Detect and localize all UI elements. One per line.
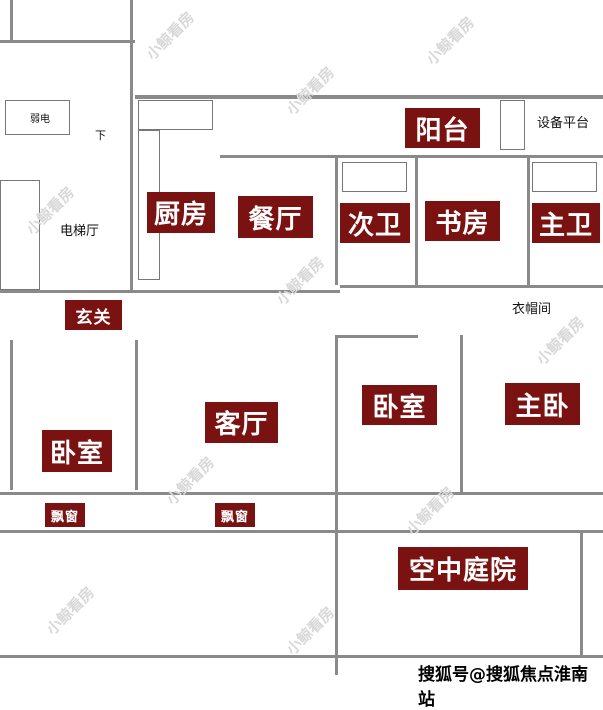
second-bath-label: 次卫: [340, 203, 410, 243]
wall: [335, 335, 338, 675]
bay-window-label: 飘窗: [215, 503, 255, 527]
wall: [130, 0, 133, 290]
bedroom-left-label: 卧室: [42, 430, 112, 472]
bay-window-label: 飘窗: [45, 503, 85, 527]
living-room-label: 客厅: [205, 402, 278, 443]
watermark: 小鲸看房: [282, 603, 338, 659]
master-bath-label: 主卫: [532, 203, 600, 243]
dining-label: 餐厅: [238, 196, 313, 238]
elevator-shaft: [0, 180, 40, 290]
study-label: 书房: [425, 201, 500, 241]
weak-current-room: [5, 100, 70, 135]
footer-source: 搜狐号@搜狐焦点淮南站: [418, 665, 588, 710]
wall: [338, 335, 418, 338]
kitchen-label: 厨房: [147, 192, 215, 233]
wall: [335, 155, 338, 285]
wall: [527, 155, 530, 285]
weak-current-label: 弱电: [30, 114, 50, 125]
watermark: 小鲸看房: [162, 453, 218, 509]
equipment-platform-label: 设备平台: [537, 116, 590, 131]
bedroom-mid-label: 卧室: [362, 385, 437, 425]
kitchen-counter: [138, 100, 213, 130]
closet-label: 衣帽间: [512, 302, 552, 317]
wall: [0, 655, 603, 658]
sky-garden-label: 空中庭院: [398, 547, 528, 590]
wall: [220, 155, 603, 158]
watermark: 小鲸看房: [142, 8, 198, 64]
wall: [0, 290, 340, 293]
balcony-label: 阳台: [405, 108, 480, 148]
elevator-hall-label: 电梯厅: [60, 224, 100, 239]
wall: [135, 340, 138, 490]
watermark: 小鲸看房: [282, 63, 338, 119]
wall: [340, 285, 603, 288]
sink: [342, 162, 407, 192]
entrance-label: 玄关: [65, 300, 122, 330]
wall: [460, 335, 463, 495]
wall: [0, 492, 603, 495]
wall: [10, 0, 13, 40]
wall: [0, 40, 135, 43]
wall: [10, 340, 13, 490]
washer: [500, 100, 525, 150]
wall: [580, 530, 583, 655]
watermark: 小鲸看房: [422, 13, 478, 69]
sink: [532, 162, 597, 192]
wall: [0, 530, 603, 533]
stairs-down-label: 下: [95, 129, 106, 142]
watermark: 小鲸看房: [42, 583, 98, 639]
wall: [415, 155, 418, 285]
watermark: 小鲸看房: [532, 313, 588, 369]
master-bedroom-label: 主卧: [505, 383, 580, 425]
watermark: 小鲸看房: [272, 253, 328, 309]
wall: [135, 95, 603, 99]
